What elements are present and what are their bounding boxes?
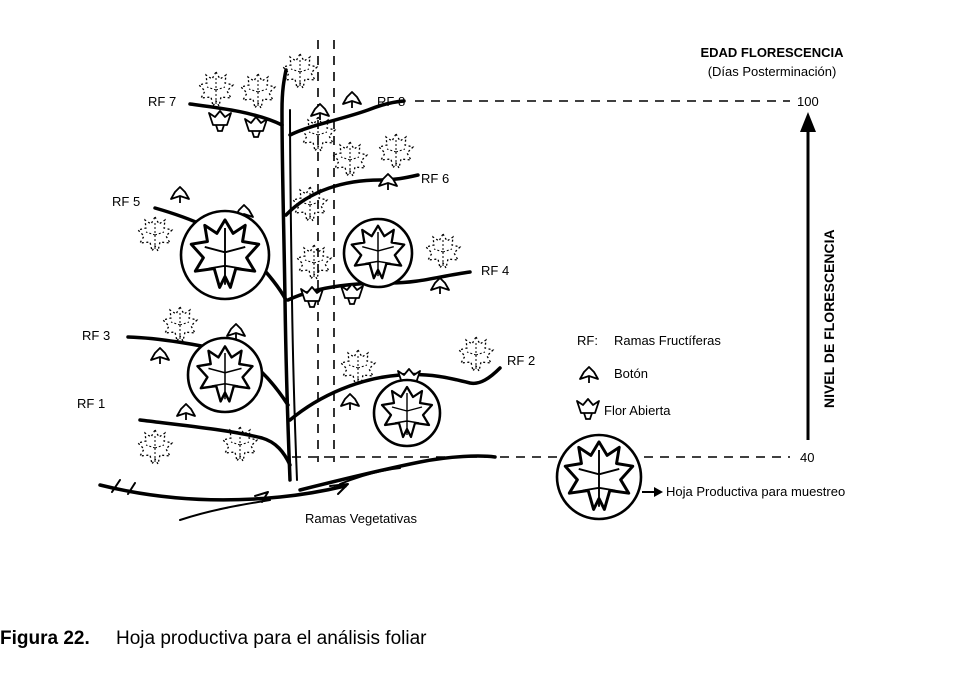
leaf-rf4 (425, 233, 461, 269)
scale-axis-label: NIVEL DE FLORESCENCIA (821, 229, 837, 408)
legend-rf-meaning: Ramas Fructíferas (614, 333, 721, 348)
label-rf2: RF 2 (507, 353, 535, 368)
label-rf7: RF 7 (148, 94, 176, 109)
leaf-rf3 (162, 306, 198, 342)
leaf-rf6 (332, 141, 368, 177)
legend-bud-label: Botón (614, 366, 648, 381)
label-rf8: RF 8 (377, 94, 405, 109)
bud-rf8 (342, 91, 362, 109)
bud-rf2 (340, 393, 360, 411)
label-rf1: RF 1 (77, 396, 105, 411)
vegetative-arrow-left (254, 491, 269, 503)
label-vegetative-branches: Ramas Vegetativas (305, 511, 418, 526)
scale-bottom-value: 40 (800, 450, 814, 465)
bud-rf4 (430, 277, 450, 295)
sample-leaf-label: Hoja Productiva para muestreo (666, 484, 845, 499)
caption-text: Hoja productiva para el análisis foliar (116, 628, 427, 649)
leaf-rf2 (458, 336, 494, 372)
branch-rf6 (284, 173, 420, 217)
leaf-rf8-top (282, 53, 318, 89)
branch-rf2 (288, 366, 502, 422)
label-rf3: RF 3 (82, 328, 110, 343)
main-stem (280, 68, 292, 482)
flower-rf7-b (244, 116, 268, 138)
root-stubs (111, 479, 136, 495)
leaf-rf7-b (240, 73, 276, 109)
flower-rf7 (208, 110, 232, 132)
label-rf4: RF 4 (481, 263, 509, 278)
bud-rf1 (176, 403, 196, 421)
scale-arrow-head (800, 112, 816, 132)
leaf-rf1 (137, 429, 173, 465)
bud-rf5 (170, 186, 190, 204)
scale-title: EDAD FLORESCENCIA (700, 45, 844, 60)
label-rf5: RF 5 (112, 194, 140, 209)
legend-flower-icon (576, 398, 600, 420)
leaf-rf7 (198, 71, 234, 107)
branch-rf7 (188, 102, 284, 127)
scale-subtitle: (Días Posterminación) (708, 64, 837, 79)
label-rf6: RF 6 (421, 171, 449, 186)
legend-rf-abbr: RF: (577, 333, 598, 348)
legend-bud-icon (579, 366, 599, 384)
legend-flower-label: Flor Abierta (604, 403, 671, 418)
bud-rf8-b (310, 103, 330, 121)
leaf-rf4-b (296, 244, 332, 280)
scale-top-value: 100 (797, 94, 819, 109)
bud-rf3 (150, 347, 170, 365)
leaf-rf5 (137, 216, 173, 252)
caption-prefix: Figura 22. (0, 628, 90, 649)
root-right (339, 467, 401, 485)
sample-arrow-head (654, 487, 663, 497)
root-left (179, 499, 271, 521)
vegetative-branch-left (98, 483, 347, 502)
bud-rf6 (378, 173, 398, 191)
vegetative-arrow-right (329, 483, 349, 495)
vegetative-branch-right (298, 454, 497, 492)
branch-rf1 (138, 418, 292, 467)
leaf-rf6-b (378, 133, 414, 169)
